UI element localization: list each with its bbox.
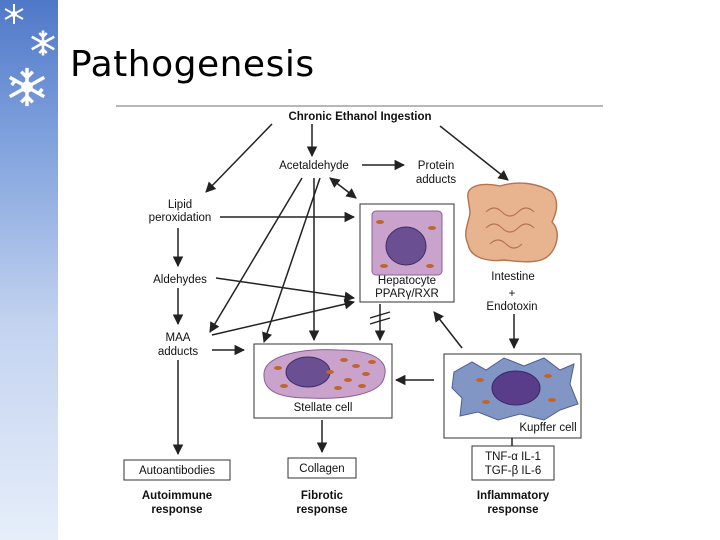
aldehydes-label: Aldehydes [153,274,207,286]
endotoxin-label: Endotoxin [486,301,537,313]
ppar-rxr-label: PPARγ/RXR [375,288,439,300]
inflammatory-response-label-2: response [487,504,538,516]
kupffer-cell-box: Kupffer cell [443,353,582,439]
maa-adducts-label-2: adducts [158,346,199,358]
fibrotic-response-label-2: response [296,504,347,516]
kupffer-cell-label: Kupffer cell [519,422,576,434]
stellate-cell-box: Stellate cell [253,343,393,419]
protein-adducts-label: Protein [418,160,454,172]
cytokines-box [471,445,555,481]
maa-adducts-label: MAA [166,332,191,344]
lipid-peroxidation-label-2: peroxidation [149,212,212,224]
snowflake-icon [4,4,24,24]
intestine-label: Intestine [491,271,534,283]
snowflake-icon [31,30,55,56]
hepatocyte-box: Hepatocyte PPARγ/RXR [359,203,455,303]
collagen-label: Collagen [299,463,344,475]
slide-title: Pathogenesis [70,44,315,85]
cytokines-line-1: TNF-α IL-1 [485,451,541,463]
acetaldehyde-label: Acetaldehyde [279,160,349,172]
fibrotic-response-label: Fibrotic [301,490,344,502]
intestine-illustration: Intestine [465,182,558,283]
lipid-peroxidation-label: Lipid [168,199,192,211]
autoantibodies-label: Autoantibodies [139,465,215,477]
collagen-box [287,457,357,479]
inhibition-mark [369,311,391,325]
snowflake-icon [8,67,46,107]
autoimmune-response-label-2: response [151,504,202,516]
arrows [172,123,520,456]
protein-adducts-label-2: adducts [416,174,457,186]
title-rule [116,105,603,107]
autoantibodies-box [123,459,231,481]
hepatocyte-label: Hepatocyte [378,275,436,287]
endotoxin-plus: + [509,288,516,300]
stellate-cell-label: Stellate cell [294,402,353,414]
cytokines-line-2: TGF-β IL-6 [485,465,541,477]
chronic-ethanol-header: Chronic Ethanol Ingestion [288,111,431,123]
autoimmune-response-label: Autoimmune [142,490,212,502]
inflammatory-response-label: Inflammatory [477,490,550,502]
